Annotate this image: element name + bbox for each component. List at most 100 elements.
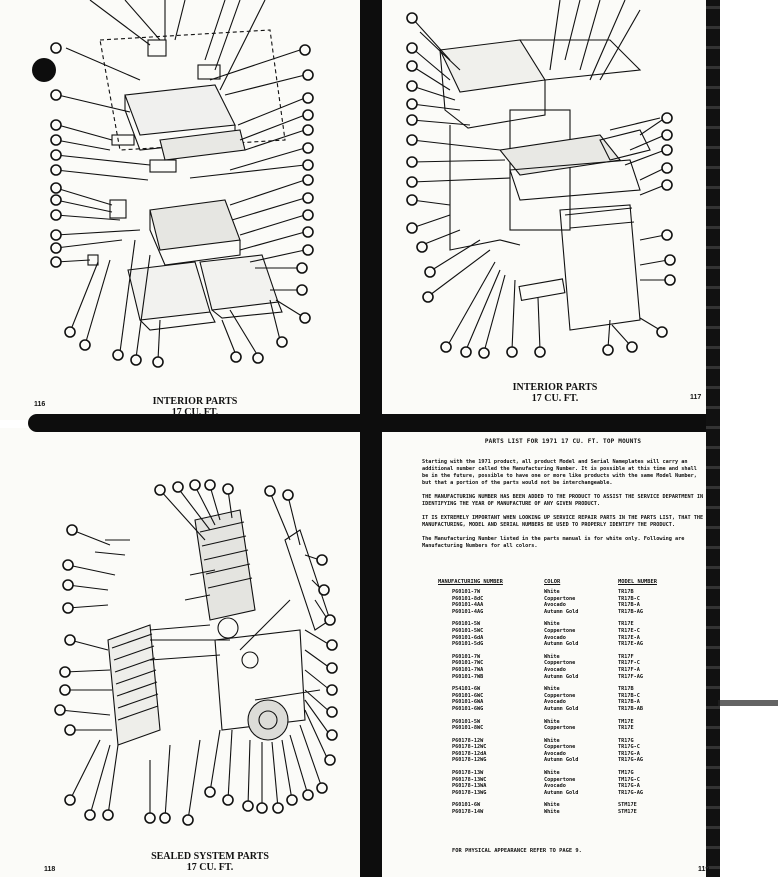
color-cell: White <box>544 718 560 725</box>
caption-line-1: INTERIOR PARTS <box>152 396 238 407</box>
important-paragraph: IT IS EXTREMELY IMPORTANT WHEN LOOKING U… <box>422 515 704 528</box>
color-cell: Coppertone <box>544 627 576 634</box>
manufacturing-number-cell: P60101-8dC <box>452 595 484 602</box>
color-cell: White <box>544 621 560 628</box>
caption-line-1: SEALED SYSTEM PARTS <box>151 851 269 862</box>
color-note-paragraph: The Manufacturing Number listed in the p… <box>422 536 685 549</box>
color-cell: Avocado <box>544 602 566 609</box>
model-number-cell: TR17B <box>618 686 634 693</box>
page-number-117: 117 <box>690 394 702 401</box>
manufacturing-number-cell: P60178-13WG <box>452 789 487 796</box>
column-header-model-number: MODEL NUMBER <box>618 579 657 585</box>
color-cell: White <box>544 809 560 816</box>
color-cell: White <box>544 770 560 777</box>
color-cell: Autumn Gold <box>544 673 579 680</box>
manufacturing-number-cell: P60178-13W <box>452 770 484 777</box>
footer-note: FOR PHYSICAL APPEARANCE REFER TO PAGE 9. <box>452 848 582 854</box>
manufacturing-number-cell: P60101-4AG <box>452 608 484 615</box>
column-header-manufacturing-number: MANUFACTURING NUMBER <box>438 579 503 585</box>
manufacturing-number-cell: P60101-5dG <box>452 641 484 648</box>
manufacturing-number-cell: P60178-14W <box>452 809 484 816</box>
manufacturing-number-cell: P60101-4AA <box>452 602 484 609</box>
model-number-cell: TR17B <box>618 589 634 595</box>
table-row: P60101-5WC Coppertone TR17E-C <box>438 628 678 635</box>
table-row: P60178-14W White STM17E <box>438 809 678 816</box>
model-number-cell: STM17E <box>618 809 637 816</box>
model-number-cell: TR17G-A <box>618 783 640 790</box>
color-cell: Avocado <box>544 634 566 641</box>
color-cell: Coppertone <box>544 776 576 783</box>
manufacturing-number-cell: P60101-7WC <box>452 660 484 667</box>
manufacturing-number-cell: P60101-6WC <box>452 692 484 699</box>
parts-list-text: PARTS LIST FOR 1971 17 CU. FT. TOP MOUNT… <box>422 438 704 557</box>
manufacturing-number-cell: P60101-5WC <box>452 627 484 634</box>
color-cell: Coppertone <box>544 595 576 602</box>
manufacturing-number-cell: P60178-13WA <box>452 783 487 790</box>
model-number-cell: TR17G-C <box>618 744 640 751</box>
color-cell: White <box>544 653 560 660</box>
caption-line-2: 17 CU. FT. <box>531 393 579 404</box>
color-cell: White <box>544 589 560 595</box>
manufacturing-number-cell: P60101-7WB <box>452 673 484 680</box>
scan-smudge <box>718 700 778 706</box>
manufacturing-number-cell: P60101-6W <box>452 802 481 809</box>
parts-list-page <box>378 428 708 877</box>
color-cell: Coppertone <box>544 744 576 751</box>
manufacturing-number-paragraph: THE MANUFACTURING NUMBER HAS BEEN ADDED … <box>422 494 704 507</box>
model-number-cell: TR17F-A <box>618 666 640 673</box>
model-number-cell: TR17B-A <box>618 699 640 706</box>
color-cell: Autumn Gold <box>544 608 579 615</box>
color-cell: Avocado <box>544 750 566 757</box>
intro-paragraph: Starting with the 1971 product, all prod… <box>422 459 697 486</box>
model-number-cell: TR17F-C <box>618 660 640 667</box>
color-cell: White <box>544 802 560 809</box>
scan-gutter-vertical <box>360 0 382 877</box>
caption-line-2: 17 CU. FT. <box>171 407 219 418</box>
model-number-cell: TR17E-C <box>618 627 640 634</box>
caption-line-2: 17 CU. FT. <box>186 862 234 873</box>
manufacturing-number-cell: P60101-6dA <box>452 634 484 641</box>
binder-hole <box>32 58 56 82</box>
color-cell: Avocado <box>544 783 566 790</box>
color-cell: White <box>544 686 560 693</box>
model-number-cell: TR17E <box>618 621 634 628</box>
manufacturing-number-cell: P60101-6WA <box>452 699 484 706</box>
table-row: P60101-7WA Avocado TR17F-A <box>438 667 678 674</box>
manufacturing-number-cell: P60101-5W <box>452 621 481 628</box>
model-number-cell: TR17G-AG <box>618 789 643 796</box>
parts-list-title: PARTS LIST FOR 1971 17 CU. FT. TOP MOUNT… <box>484 438 642 445</box>
manufacturing-number-cell: P60101-7WA <box>452 666 484 673</box>
manufacturing-number-cell: P60101-8WC <box>452 725 484 732</box>
color-cell: Autumn Gold <box>544 789 579 796</box>
color-cell: Coppertone <box>544 725 576 732</box>
model-number-cell: TR17E-A <box>618 634 640 641</box>
model-number-cell: TR17E <box>618 725 634 732</box>
table-header: MANUFACTURING NUMBER COLOR MODEL NUMBER <box>438 579 678 589</box>
color-cell: Avocado <box>544 666 566 673</box>
page-number-118: 118 <box>44 866 56 873</box>
model-number-cell: TM17E <box>618 718 634 725</box>
sealed-system-caption: SEALED SYSTEM PARTS 17 CU. FT. <box>140 851 280 873</box>
table-row: P60101-6dA Avocado TR17E-A <box>438 635 678 642</box>
column-header-color: COLOR <box>544 579 561 585</box>
color-cell: White <box>544 737 560 744</box>
color-cell: Autumn Gold <box>544 705 579 712</box>
model-number-cell: STM17E <box>618 802 637 809</box>
